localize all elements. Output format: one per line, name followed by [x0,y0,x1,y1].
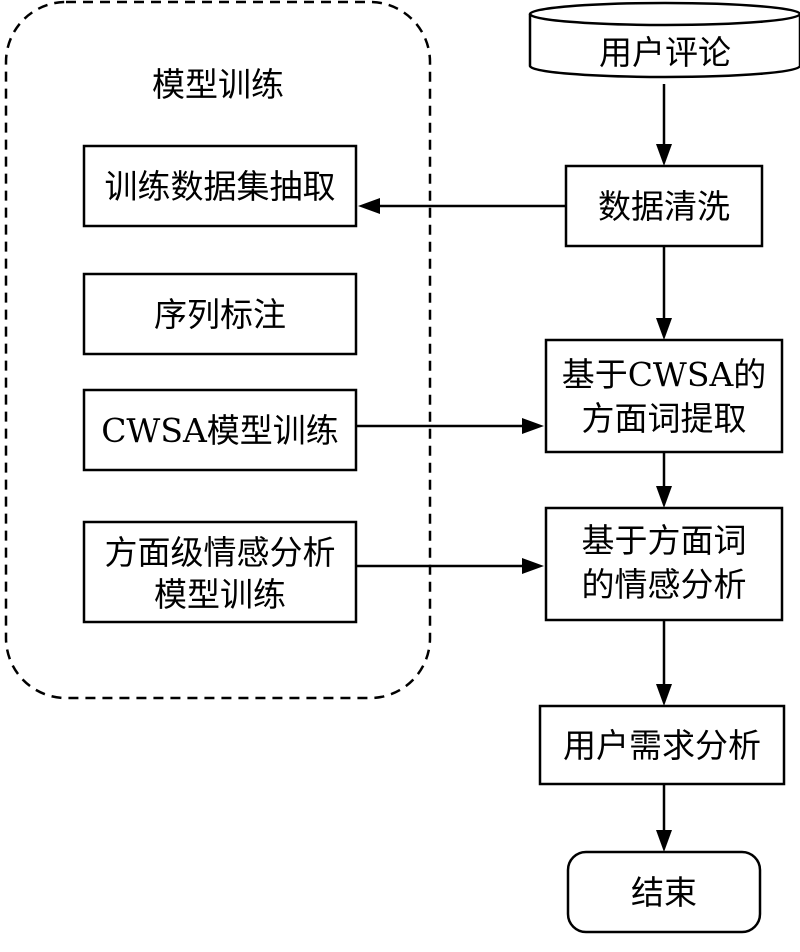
sentiment-training-label-line1: 方面级情感分析 [105,533,336,572]
aspect-sentiment-label-line2: 的情感分析 [582,565,747,604]
aspect-extraction-node: 基于CWSA的 方面词提取 [544,338,784,454]
data-cleaning-node: 数据清洗 [564,164,764,248]
cwsa-training-node: CWSA模型训练 [82,388,358,472]
aspect-extraction-label-line2: 方面词提取 [582,399,747,438]
arrow-cleaning-to-aspect [656,246,672,340]
data-cleaning-label: 数据清洗 [598,187,730,226]
end-node: 结束 [566,850,762,934]
group-title: 模型训练 [152,65,284,104]
aspect-extraction-label-line1: 基于CWSA的 [562,355,767,394]
arrow-sentiment-training-to-sentiment [356,558,544,574]
cwsa-training-label: CWSA模型训练 [101,411,339,450]
sequence-labeling-node: 序列标注 [82,272,358,356]
extract-training-set-label: 训练数据集抽取 [105,167,336,206]
arrow-aspect-to-sentiment [656,452,672,508]
user-comments-node: 用户评论 [528,1,800,79]
user-needs-label: 用户需求分析 [563,726,761,765]
aspect-sentiment-label-line1: 基于方面词 [582,521,747,560]
arrow-comments-to-cleaning [656,84,672,166]
sentiment-training-label-line2: 模型训练 [154,575,286,614]
aspect-sentiment-node: 基于方面词 的情感分析 [544,506,784,622]
user-comments-label: 用户评论 [599,33,731,72]
user-needs-node: 用户需求分析 [538,704,786,786]
arrow-cleaning-to-extract [358,198,566,214]
sequence-labeling-label: 序列标注 [154,295,286,334]
arrow-cwsa-to-aspect [356,418,544,434]
end-label: 结束 [631,873,697,912]
extract-training-set-node: 训练数据集抽取 [82,144,358,228]
arrow-needs-to-end [656,784,672,852]
model-training-group [4,0,432,700]
sentiment-training-node: 方面级情感分析 模型训练 [82,520,358,624]
arrow-sentiment-to-needs [656,620,672,706]
